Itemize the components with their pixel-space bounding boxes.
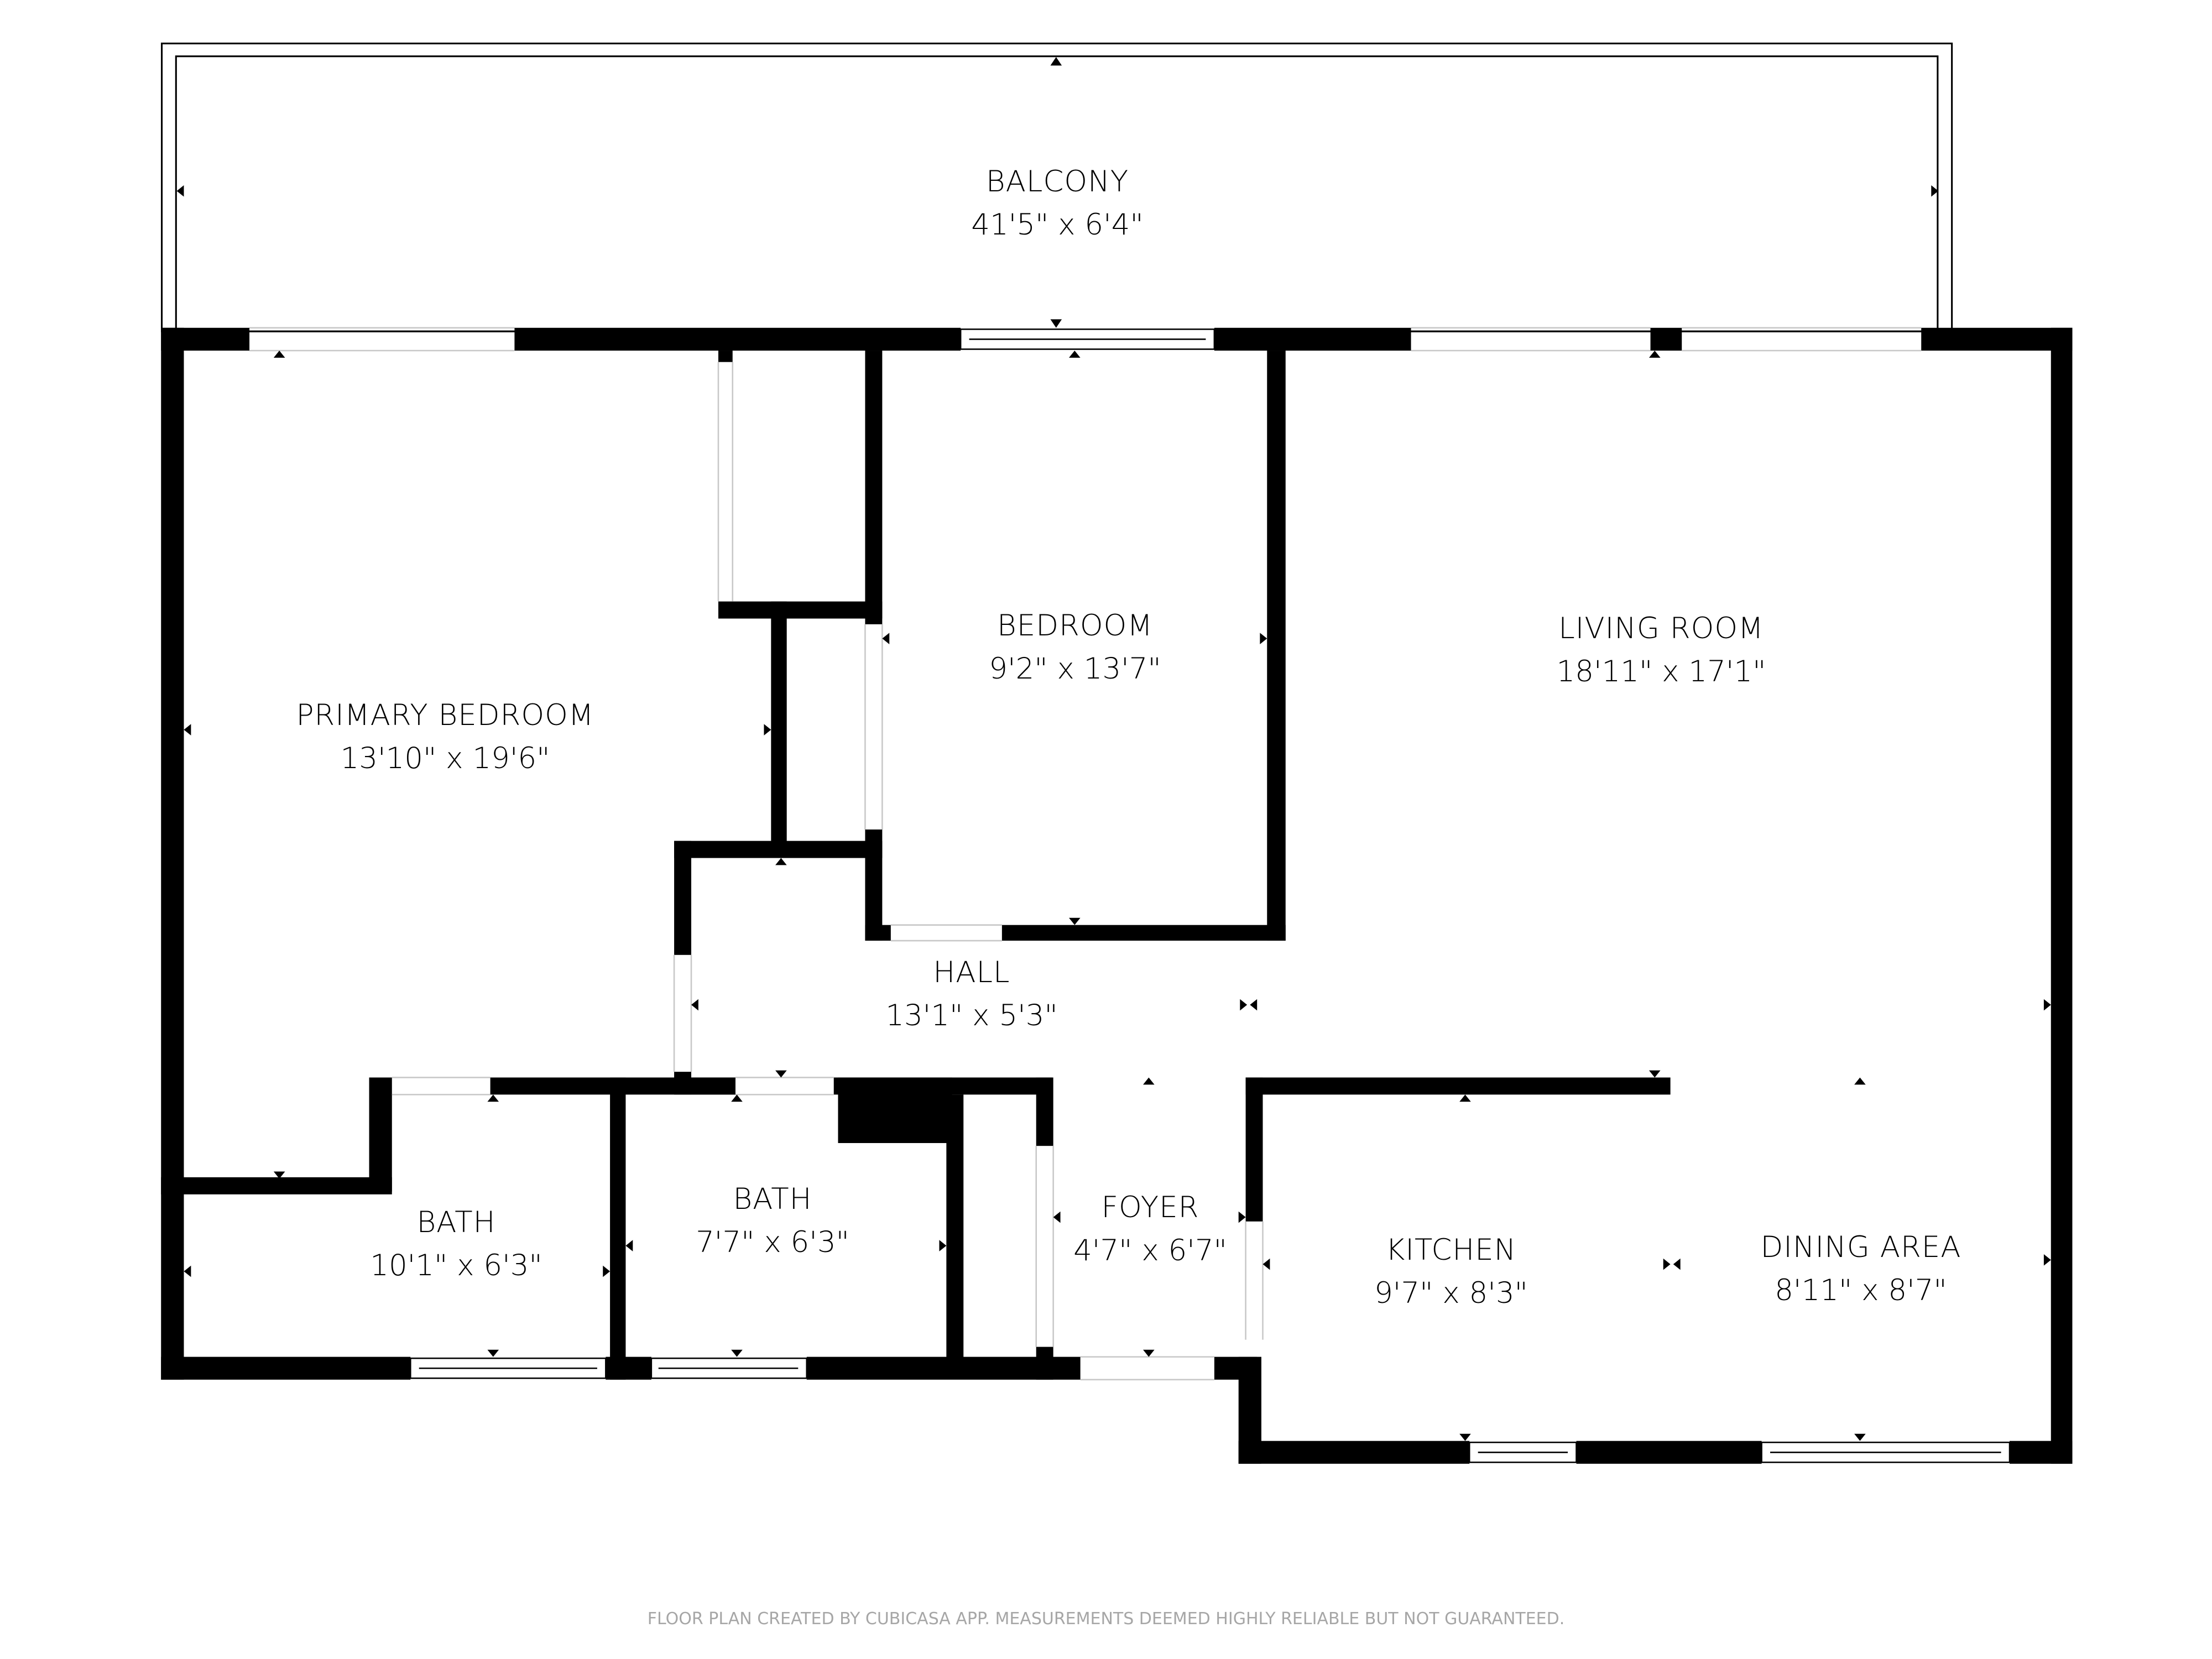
room-name: BATH [416,1206,496,1239]
room-label-bedroom: BEDROOM 9'2" x 13'7" [989,604,1161,691]
room-dimensions: 9'7" x 8'3" [1374,1276,1528,1310]
room-label-balcony: BALCONY 41'5" x 6'4" [971,160,1144,247]
windows [409,328,2011,1463]
room-dimensions: 10'1" x 6'3" [370,1249,542,1282]
room-name: BATH [733,1182,812,1216]
room-dimensions: 18'11" x 17'1" [1556,655,1766,688]
room-name: PRIMARY BEDROOM [296,698,594,732]
room-dimensions: 7'7" x 6'3" [696,1225,849,1259]
room-label-bath-2: BATH 7'7" x 6'3" [696,1178,849,1264]
room-dimensions: 9'2" x 13'7" [989,652,1161,686]
room-name: LIVING ROOM [1558,612,1764,645]
door-openings [249,327,1922,1381]
room-label-foyer: FOYER 4'7" x 6'7" [1073,1186,1227,1272]
room-label-living-room: LIVING ROOM 18'11" x 17'1" [1557,607,1766,693]
room-label-bath-1: BATH 10'1" x 6'3" [370,1201,542,1287]
room-dimensions: 41'5" x 6'4" [971,208,1144,242]
room-name: HALL [933,956,1010,989]
room-name: BEDROOM [997,609,1153,643]
room-label-dining-area: DINING AREA 8'11" x 8'7" [1760,1226,1961,1312]
room-dimensions: 4'7" x 6'7" [1073,1234,1227,1267]
room-name: BALCONY [985,165,1129,199]
room-label-hall: HALL 13'1" x 5'3" [885,951,1058,1037]
room-dimensions: 13'10" x 19'6" [340,742,550,775]
walls [161,327,2073,1464]
room-label-kitchen: KITCHEN 9'7" x 8'3" [1374,1229,1528,1315]
room-dimensions: 8'11" x 8'7" [1775,1274,1947,1307]
dimension-markers [176,57,2051,1441]
room-name: FOYER [1101,1191,1199,1224]
room-name: DINING AREA [1760,1230,1961,1264]
room-name: KITCHEN [1385,1233,1517,1267]
room-label-primary-bedroom: PRIMARY BEDROOM 13'10" x 19'6" [296,694,594,780]
disclaimer-footer: FLOOR PLAN CREATED BY CUBICASA APP. MEAS… [647,1609,1565,1629]
room-dimensions: 13'1" x 5'3" [885,999,1058,1032]
